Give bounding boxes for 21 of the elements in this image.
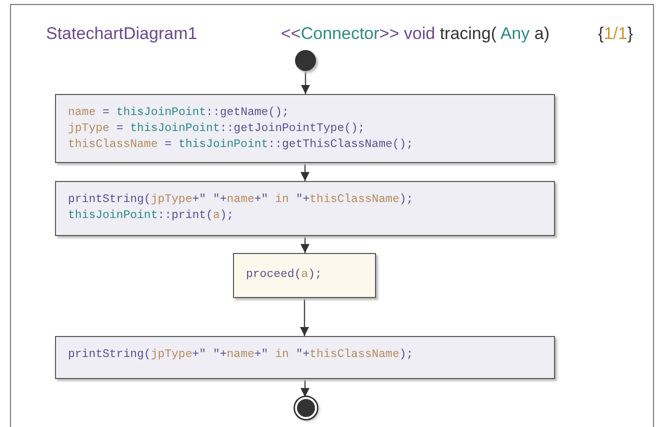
action-box	[55, 336, 555, 379]
arrow	[300, 236, 310, 253]
final-state	[295, 397, 317, 419]
arrow	[300, 163, 310, 181]
arrow	[300, 298, 309, 336]
action-box	[55, 181, 555, 236]
code-line: printString(jpType+" "+name+" in "+thisClassName);	[68, 347, 414, 363]
action-box	[55, 94, 555, 163]
operation-signature: <<Connector>> void tracing( Any a)	[281, 24, 550, 44]
code-line: thisJoinPoint::print(a);	[68, 208, 235, 224]
arrow	[300, 379, 310, 397]
call-action-box	[233, 253, 376, 298]
diagram-title: StatechartDiagram1	[46, 24, 198, 44]
code-line: name = thisJoinPoint::getName();	[68, 105, 290, 121]
initial-state	[295, 50, 316, 71]
version-label: {1/1}	[598, 24, 634, 44]
code-line: jpType = thisJoinPoint::getJoinPointType();	[68, 121, 366, 137]
code-line: printString(jpType+" "+name+" in "+thisClassName);	[68, 192, 414, 208]
code-line: thisClassName = thisJoinPoint::getThisClassName();	[68, 137, 414, 153]
code-line: proceed(a);	[246, 267, 323, 283]
arrow	[301, 71, 310, 94]
